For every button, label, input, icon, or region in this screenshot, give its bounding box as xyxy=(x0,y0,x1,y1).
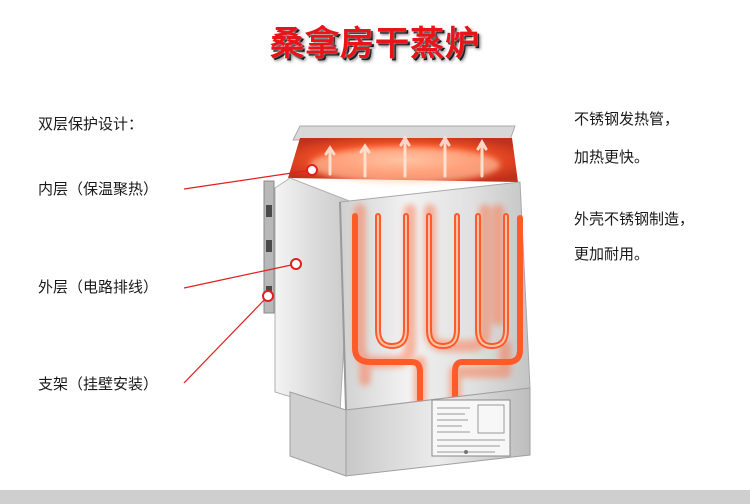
design-heading: 双层保护设计： xyxy=(38,115,144,133)
bottom-divider-bar xyxy=(0,490,750,504)
inner-layer-label: 内层（保温聚热） xyxy=(38,180,159,198)
spec-label-plate xyxy=(431,399,511,457)
stand-label: 支架（挂壁安装） xyxy=(38,375,159,393)
feature-heating-tube-2: 加热更快。 xyxy=(574,148,650,166)
callout-line-outer xyxy=(183,263,297,289)
callout-dot-outer xyxy=(290,258,302,270)
heating-tubes xyxy=(352,204,523,406)
feature-heating-tube-1: 不锈钢发热管， xyxy=(574,110,680,128)
outer-layer-label: 外层（电路排线） xyxy=(38,278,159,296)
callout-line-stand xyxy=(183,295,269,384)
callout-dots xyxy=(262,164,318,302)
callout-dot-stand xyxy=(262,290,274,302)
callout-line-inner xyxy=(183,169,313,190)
callout-dot-inner xyxy=(306,164,318,176)
feature-shell-2: 更加耐用。 xyxy=(574,245,650,263)
feature-shell-1: 外壳不锈钢制造， xyxy=(574,210,695,228)
callout-lines xyxy=(183,169,313,384)
page-title: 桑拿房干蒸炉 xyxy=(270,24,480,64)
heating-top xyxy=(288,134,518,183)
